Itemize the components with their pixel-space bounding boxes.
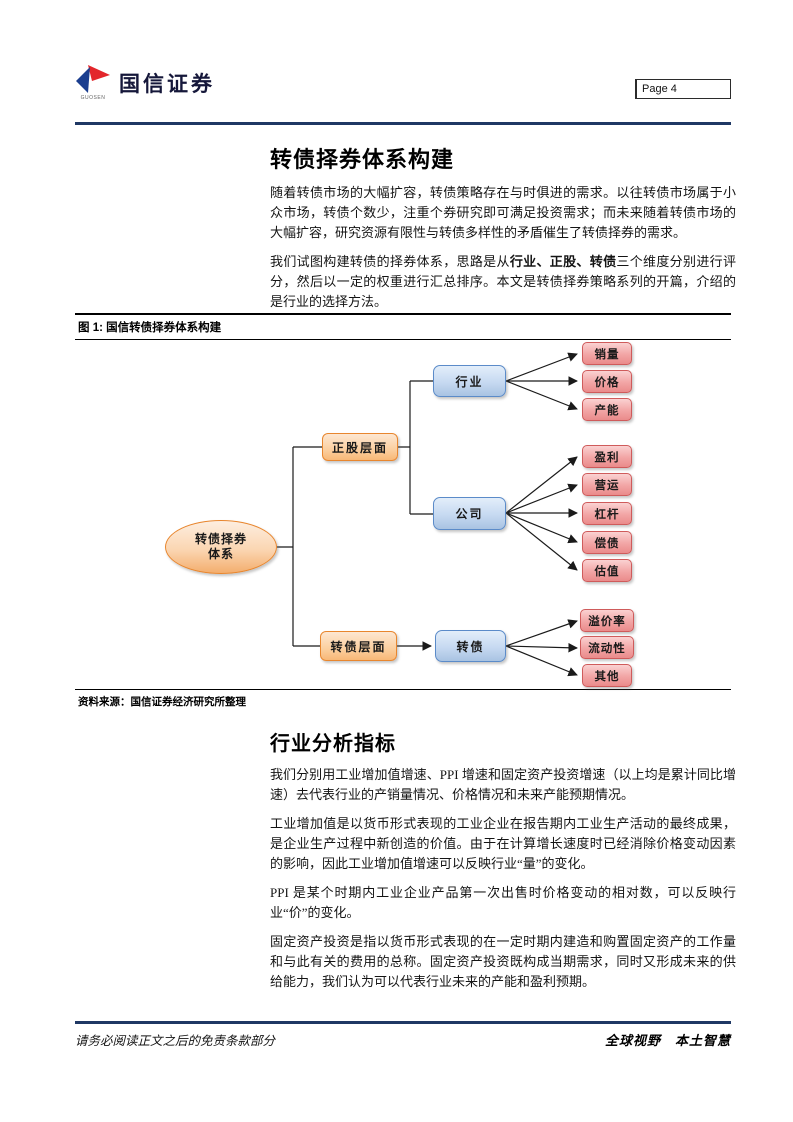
footer-disclaimer: 请务必阅读正文之后的免责条款部分 — [75, 1034, 276, 1048]
guosen-logo: GUOSEN 国信证券 — [75, 64, 215, 101]
section2-paragraph-2: 工业增加值是以货币形式表现的工业企业在报告期内工业生产活动的最终成果，是企业生产… — [270, 816, 736, 871]
node-stock-level: 正股层面 — [322, 433, 398, 461]
footer-rule — [75, 1021, 731, 1024]
node-company: 公司 — [433, 497, 506, 530]
node-valuation: 估值 — [582, 559, 632, 582]
node-capacity: 产能 — [582, 398, 632, 421]
section-bond-selection: 转债择券体系构建 随着转债市场的大幅扩容，转债策略存在与时俱进的需求。以往转债市… — [270, 142, 736, 312]
section1-title: 转债择券体系构建 — [270, 147, 455, 172]
section2-paragraph-4: 固定资产投资是指以货币形式表现的在一定时期内建造和购置固定资产的工作量和与此有关… — [270, 934, 736, 989]
node-premium-rate: 溢价率 — [580, 609, 634, 632]
footer-slogan: 全球视野 本土智慧 — [604, 1033, 731, 1048]
section1-paragraph-1: 随着转债市场的大幅扩容，转债策略存在与时俱进的需求。以往转债市场属于小众市场，转… — [270, 185, 736, 240]
p2-post: 三个维度分别进行评分，然后以一定的权重进行汇总排序。本文是转债择券策略系列的开篇… — [270, 254, 736, 309]
node-profit: 盈利 — [582, 445, 632, 468]
figure-1: 图 1: 国信转债择券体系构建 — [75, 313, 731, 709]
node-operation: 营运 — [582, 473, 632, 496]
node-sales-volume: 销量 — [582, 342, 632, 365]
bond-selection-diagram: 转债择券 体系 正股层面 转债层面 行业 公司 转债 销量 价格 产能 盈利 营… — [75, 340, 731, 690]
footer: 请务必阅读正文之后的免责条款部分 全球视野 本土智慧 — [75, 1030, 731, 1049]
section1-paragraph-2: 我们试图构建转债的择券体系，思路是从行业、正股、转债三个维度分别进行评分，然后以… — [270, 252, 736, 312]
page-number-label: Page 4 — [642, 83, 677, 95]
p2-pre: 我们试图构建转债的择券体系，思路是从 — [270, 254, 510, 269]
node-root-line1: 转债择券 — [194, 532, 247, 546]
figure-caption: 图 1: 国信转债择券体系构建 — [75, 313, 731, 340]
node-industry: 行业 — [433, 365, 506, 397]
node-other: 其他 — [582, 664, 632, 687]
node-root-line2: 体系 — [207, 547, 234, 561]
node-solvency: 偿债 — [582, 531, 632, 554]
node-liquidity: 流动性 — [580, 636, 634, 659]
node-bond-level: 转债层面 — [320, 631, 397, 661]
page-number-box: Page 4 — [635, 79, 731, 99]
header-rule — [75, 122, 731, 125]
guosen-logo-text: 国信证券 — [119, 72, 215, 96]
figure-source: 资料来源：国信证券经济研究所整理 — [78, 697, 246, 708]
node-root-bond-selection-system: 转债择券 体系 — [165, 520, 277, 574]
section2-paragraph-1: 我们分别用工业增加值增速、PPI 增速和固定资产投资增速（以上均是累计同比增速）… — [270, 767, 736, 802]
p2-bold-dimensions: 行业、正股、转债 — [509, 254, 617, 269]
section-industry-indicators: 行业分析指标 我们分别用工业增加值增速、PPI 增速和固定资产投资增速（以上均是… — [270, 727, 736, 992]
section2-paragraph-3: PPI 是某个时期内工业企业产品第一次出售时价格变动的相对数，可以反映行业“价”… — [270, 885, 736, 920]
guosen-logo-icon: GUOSEN — [75, 64, 111, 101]
guosen-logo-subtext: GUOSEN — [80, 95, 106, 101]
section2-title: 行业分析指标 — [270, 733, 396, 755]
node-leverage: 杠杆 — [582, 502, 632, 525]
node-convertible: 转债 — [435, 630, 506, 662]
node-price: 价格 — [582, 370, 632, 393]
connector-lines — [277, 352, 578, 677]
